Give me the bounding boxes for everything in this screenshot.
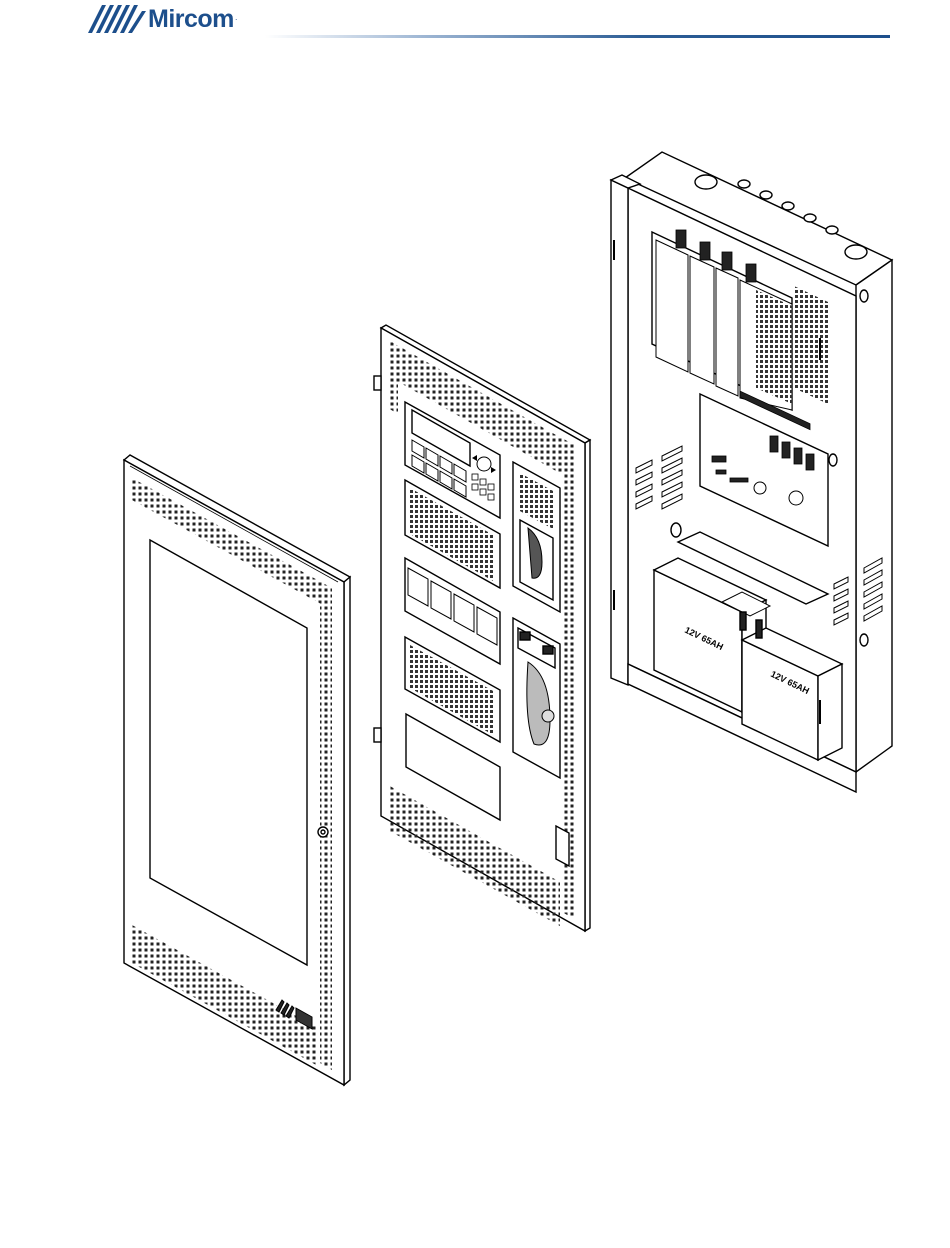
back-box xyxy=(611,152,892,792)
front-door xyxy=(124,455,350,1085)
inner-display-panel xyxy=(374,325,590,931)
